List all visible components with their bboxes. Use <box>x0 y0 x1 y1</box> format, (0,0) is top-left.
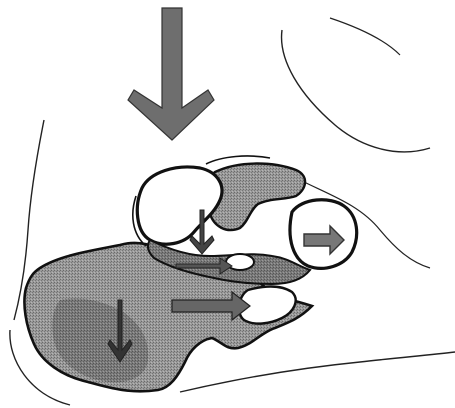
large-down-arrow <box>128 8 214 140</box>
outer-contour-right <box>282 30 430 152</box>
light-chamber-center <box>137 167 222 244</box>
